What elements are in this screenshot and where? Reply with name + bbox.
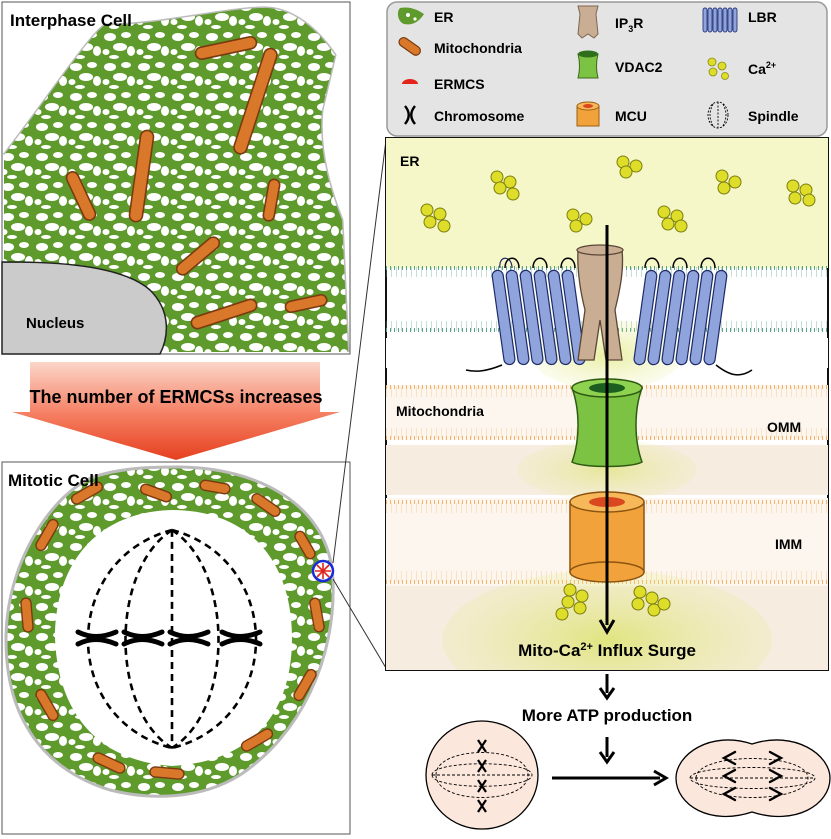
legend-label-chromosome: Chromosome <box>434 108 524 124</box>
omm-label: OMM <box>767 419 801 435</box>
lbr-protein-right <box>633 257 753 376</box>
down-arrow-1 <box>598 674 616 701</box>
mitochondrion <box>65 171 97 221</box>
mitochondria-group <box>65 36 328 330</box>
legend-label-mitochondria: Mitochondria <box>434 40 522 56</box>
mcu-icon <box>576 101 600 127</box>
mitochondrion <box>262 178 281 222</box>
chromosome <box>167 629 211 647</box>
ip3r-icon <box>577 5 599 39</box>
mitochondrion <box>20 597 34 633</box>
interphase-panel: Interphase Cell Nucleus <box>1 1 351 355</box>
er-icon <box>397 7 424 25</box>
mitochondrion <box>293 668 317 702</box>
mitochondrion <box>35 518 59 552</box>
mitochondrion <box>199 479 231 495</box>
ermcs-icon <box>402 79 418 84</box>
dividing-cell <box>675 739 831 817</box>
mitotic-mitochondria <box>20 479 325 780</box>
ip3r-channel <box>576 244 624 361</box>
er-label: ER <box>400 153 419 169</box>
mitochondrion <box>139 483 173 503</box>
outcome-flow: More ATP production <box>425 674 831 830</box>
mitochondrion <box>190 298 258 330</box>
nucleus <box>1 261 168 355</box>
mitochondrion <box>251 492 281 518</box>
increase-arrow: The number of ERMCSs increases <box>12 362 340 460</box>
chromosome <box>75 629 119 647</box>
mitochondrion <box>92 752 126 774</box>
vdac2-icon <box>577 50 599 79</box>
lbr-protein-left <box>465 257 586 372</box>
chromosome <box>121 629 165 647</box>
mitochondrion <box>70 481 104 505</box>
zoom-connectors <box>332 139 387 669</box>
increase-text: The number of ERMCSs increases <box>29 387 322 407</box>
chromosome-row <box>75 629 263 647</box>
legend-label-ip3r: IP3R <box>615 15 643 34</box>
metaphase-cell <box>425 720 539 830</box>
mitochondrion <box>240 728 274 752</box>
legend-box: ER Mitochondria ERMCS Chromosome IP3R VD… <box>386 1 828 137</box>
mitochondrion <box>149 766 185 780</box>
chromosome-icon <box>404 105 416 125</box>
zoom-panel: ER Mitochondria OMM IMM Mito-Ca2+ Influx… <box>385 137 829 671</box>
legend-label-lbr: LBR <box>748 9 777 25</box>
progression-arrow <box>552 769 669 787</box>
mitochondrion <box>309 597 325 633</box>
imm-label: IMM <box>775 536 802 552</box>
mitotic-title: Mitotic Cell <box>8 471 99 490</box>
down-arrow-2 <box>598 737 616 765</box>
legend-label-spindle: Spindle <box>748 108 799 124</box>
mitochondria-label: Mitochondria <box>396 403 484 419</box>
influx-surge-label: Mito-Ca2+ Influx Surge <box>518 641 696 660</box>
mitochondrion <box>284 293 328 314</box>
mitochondrion <box>175 236 221 276</box>
mitochondria-icon <box>398 37 421 56</box>
spindle-icon <box>707 101 729 129</box>
legend-label-er: ER <box>434 9 453 25</box>
legend-label-ermcs: ERMCS <box>434 76 485 92</box>
legend-label-vdac2: VDAC2 <box>615 59 663 75</box>
nucleus-label: Nucleus <box>26 315 84 332</box>
calcium-icon <box>707 57 729 80</box>
mitochondrion <box>233 47 278 155</box>
mitochondrion <box>194 36 258 60</box>
legend-label-mcu: MCU <box>615 108 647 124</box>
mitotic-panel: Mitotic Cell <box>1 461 351 835</box>
mitochondrion <box>128 129 155 223</box>
ermcs-highlight <box>311 559 335 583</box>
mitochondrion <box>35 688 59 722</box>
lbr-icon <box>702 7 738 33</box>
interphase-title: Interphase Cell <box>10 11 132 30</box>
calcium-ions <box>420 155 816 621</box>
calcium-flux-arrow <box>598 225 616 635</box>
legend-label-calcium: Ca2+ <box>748 60 776 77</box>
atp-production-label: More ATP production <box>522 706 693 725</box>
down-arrow-shape <box>12 362 340 460</box>
chromosome <box>219 629 263 647</box>
mitochondrion <box>294 530 316 560</box>
